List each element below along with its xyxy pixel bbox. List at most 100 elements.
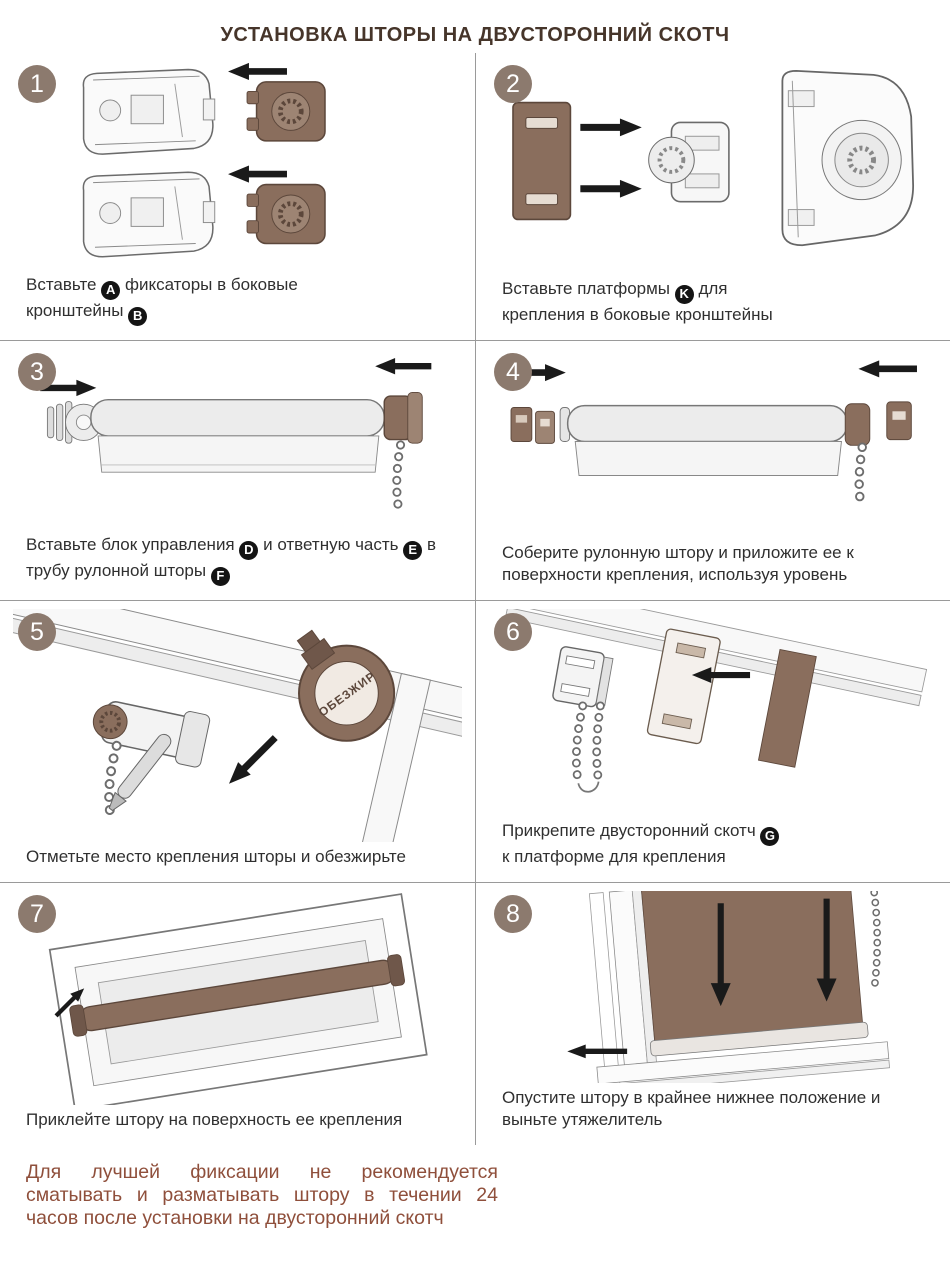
window-frame	[12, 609, 463, 842]
step-card-4: 4	[475, 341, 950, 601]
shade-fabric	[574, 441, 842, 476]
caption-text: Вставьте платформы	[502, 278, 675, 298]
black-arrow-icon	[710, 903, 731, 1007]
letter-badge-g: G	[760, 826, 780, 846]
caption-text: Вставьте	[26, 275, 102, 295]
weight-bar	[649, 1021, 869, 1057]
letter-badge-k: K	[674, 284, 694, 304]
steps-grid: 1	[0, 53, 950, 1145]
black-arrow-icon	[580, 118, 642, 137]
bead-chain	[104, 740, 122, 823]
step-7-illustration-area	[4, 889, 471, 1107]
control-unit	[92, 701, 211, 768]
bracket-and-fixator-bottom	[82, 165, 326, 258]
step-card-6: 6	[475, 601, 950, 883]
letter-badge-f: F	[210, 567, 230, 586]
letter-badge-e: E	[403, 541, 423, 561]
black-arrow-icon	[580, 179, 642, 198]
roller-tube	[90, 398, 385, 437]
stick-shade-to-surface-illustration	[48, 893, 428, 1105]
platforms-into-brackets-illustration	[512, 70, 914, 247]
mounting-bracket	[886, 401, 912, 441]
step-2-illustration-area	[480, 59, 946, 276]
caption-text: и ответную часть	[258, 535, 404, 555]
caption-text: Опустите штору в крайнее нижнее положени…	[502, 1087, 881, 1129]
step-card-1: 1	[0, 53, 475, 341]
mounting-platform	[646, 628, 721, 745]
black-arrow-icon	[567, 1044, 628, 1059]
lower-shade-remove-weight-illustration	[567, 891, 890, 1083]
step-1-illustration-area	[4, 59, 471, 272]
step-caption: Отметьте место крепления шторы и обезжир…	[4, 844, 449, 874]
roller-tube	[69, 954, 405, 1037]
insert-control-unit-into-tube-illustration	[40, 358, 432, 515]
black-arrow-icon	[40, 379, 97, 397]
spray-bottle: ОБЕЗЖИР	[296, 629, 396, 742]
footer-note: Для лучшей фиксации не рекомендуется сма…	[26, 1161, 498, 1229]
caption-text: для крепления в боковые кронштейны	[502, 278, 773, 324]
caption-text: Соберите рулонную штору и приложите ее к…	[502, 542, 854, 584]
step-caption: Вставьте A фиксаторы в боковые кронштейн…	[4, 272, 349, 332]
step-card-3: 3	[0, 341, 475, 601]
page-title: УСТАНОВКА ШТОРЫ НА ДВУСТОРОННИЙ СКОТЧ	[220, 24, 730, 46]
step-number-badge: 2	[494, 65, 532, 103]
side-bracket	[552, 646, 614, 708]
black-arrow-icon	[228, 735, 278, 784]
attach-tape-to-platform-illustration	[504, 609, 928, 793]
black-arrow-icon	[858, 360, 917, 378]
caption-text: Отметьте место крепления шторы и обезжир…	[26, 846, 406, 866]
roller-tube	[566, 404, 848, 443]
caption-text: фиксаторы в боковые кронштейны	[26, 275, 298, 321]
step-card-5: 5	[0, 601, 475, 883]
mounting-brackets	[510, 407, 555, 444]
bead-chain	[392, 440, 406, 515]
step-card-8: 8	[475, 883, 950, 1145]
mounting-platform	[512, 101, 572, 221]
fixator-piece	[246, 81, 326, 142]
step-number-badge: 1	[18, 65, 56, 103]
black-arrow-icon	[227, 165, 287, 183]
bracket-and-fixator-top	[82, 62, 326, 155]
black-arrow-icon	[507, 364, 566, 382]
step-3-illustration-area	[4, 347, 471, 532]
fixator-piece	[648, 121, 730, 203]
bead-chain	[854, 442, 867, 513]
marker-pen	[108, 733, 172, 812]
step-number-badge: 5	[18, 613, 56, 651]
fixators-into-brackets-illustration	[82, 62, 326, 258]
black-arrow-icon	[375, 358, 432, 375]
caption-text: в трубу рулонной шторы	[26, 535, 437, 581]
caption-text: Вставьте блок управления	[26, 535, 240, 555]
step-number-badge: 4	[494, 353, 532, 391]
side-bracket	[781, 70, 914, 247]
control-unit	[383, 392, 423, 444]
caption-text: к платформе для крепления	[502, 846, 726, 866]
mark-and-degrease-illustration: ОБЕЗЖИР	[12, 609, 463, 842]
step-number-badge: 6	[494, 613, 532, 651]
caption-text: Приклейте штору на поверхность ее крепле…	[26, 1109, 403, 1129]
window-frame	[588, 891, 890, 1083]
black-arrow-icon	[54, 988, 85, 1018]
window-frame	[48, 893, 428, 1105]
step-8-illustration-area	[480, 889, 946, 1085]
step-caption: Вставьте платформы K для крепления в бок…	[480, 276, 815, 332]
control-unit	[844, 403, 871, 446]
letter-badge-d: D	[239, 541, 259, 561]
black-arrow-icon	[227, 62, 287, 81]
black-arrow-icon	[816, 898, 837, 1002]
bead-chain	[870, 891, 881, 987]
letter-badge-a: A	[101, 281, 121, 301]
double-sided-tape-strip	[757, 648, 817, 768]
bead-chain	[571, 701, 605, 793]
letter-badge-b: B	[128, 307, 148, 326]
step-caption: Вставьте блок управления D и ответную ча…	[4, 532, 449, 592]
assemble-and-level-shade-illustration	[507, 360, 917, 513]
step-6-illustration-area	[480, 607, 946, 818]
fixator-piece	[246, 183, 326, 245]
shade-fabric	[97, 435, 380, 473]
step-5-illustration-area: ОБЕЗЖИР	[4, 607, 471, 844]
step-number-badge: 8	[494, 895, 532, 933]
caption-text: Прикрепите двусторонний скотч	[502, 820, 761, 840]
black-arrow-icon	[691, 667, 750, 683]
